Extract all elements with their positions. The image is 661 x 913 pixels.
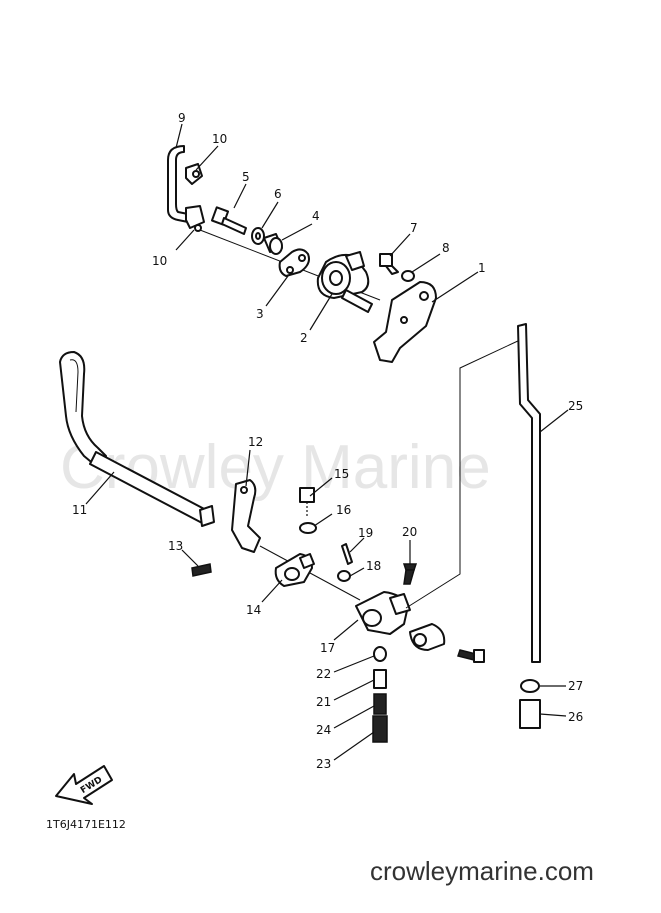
callout-1: 1 <box>478 261 486 275</box>
callout-3: 3 <box>256 307 264 321</box>
part-4-collar <box>263 233 283 255</box>
callouts: 9 10 10 5 6 4 3 2 7 8 1 11 12 13 14 15 1… <box>72 111 583 771</box>
callout-21: 21 <box>316 695 331 709</box>
callout-11: 11 <box>72 503 87 517</box>
callout-10-lower: 10 <box>152 254 167 268</box>
callout-13: 13 <box>168 539 183 553</box>
callout-27: 27 <box>568 679 583 693</box>
callout-15: 15 <box>334 467 349 481</box>
watermark: Crowley Marine <box>60 433 491 502</box>
callout-18: 18 <box>366 559 381 573</box>
callout-22: 22 <box>316 667 331 681</box>
callout-23: 23 <box>316 757 331 771</box>
part-2-lever <box>316 251 373 313</box>
part-22-ball <box>373 646 387 662</box>
callout-10-upper: 10 <box>212 132 227 146</box>
part-3-link <box>278 248 310 277</box>
callout-8: 8 <box>442 241 450 255</box>
callout-5: 5 <box>242 170 250 184</box>
part-10-clip-lower <box>185 205 205 232</box>
part-14-block <box>274 553 315 587</box>
callout-6: 6 <box>274 187 282 201</box>
part-1-bracket <box>373 281 437 363</box>
callout-16: 16 <box>336 503 351 517</box>
part-17-cam <box>355 591 411 635</box>
part-18-clip <box>337 570 351 582</box>
part-13-screw <box>191 563 212 577</box>
callout-19: 19 <box>358 526 373 540</box>
part-19-pin <box>341 543 353 565</box>
diagram-code: 1T6J4171E112 <box>46 818 126 831</box>
part-24-spring <box>373 693 387 715</box>
callout-14: 14 <box>246 603 261 617</box>
part-15-bolt <box>299 487 315 516</box>
callout-17: 17 <box>320 641 335 655</box>
joint-screw <box>457 649 485 663</box>
leader-lines <box>85 123 569 761</box>
callout-20: 20 <box>402 525 417 539</box>
part-7-bolt <box>379 253 399 275</box>
part-5-bolt <box>210 206 247 235</box>
website-label: crowleymarine.com <box>370 856 594 886</box>
callout-2: 2 <box>300 331 308 345</box>
fwd-arrow-icon: FWD <box>55 765 113 805</box>
part-23-spring <box>372 715 388 743</box>
part-27-nut <box>520 679 540 693</box>
part-11-shift-handle <box>59 351 215 527</box>
callout-26: 26 <box>568 710 583 724</box>
rod-connect-line <box>405 339 521 609</box>
callout-25: 25 <box>568 399 583 413</box>
part-21-sleeve <box>373 669 387 689</box>
part-12-arm <box>231 479 261 553</box>
part-26-collar <box>519 699 541 729</box>
part-10-clip-upper <box>185 163 203 185</box>
callout-4: 4 <box>312 209 320 223</box>
callout-9: 9 <box>178 111 186 125</box>
callout-12: 12 <box>248 435 263 449</box>
part-6-washer <box>251 227 265 245</box>
part-16-washer <box>299 522 317 534</box>
callout-24: 24 <box>316 723 331 737</box>
callout-7: 7 <box>410 221 418 235</box>
part-9-rod <box>167 145 189 223</box>
part-8-washer <box>401 270 415 282</box>
part-20-screw <box>402 563 418 585</box>
part-25-shift-rod <box>517 323 541 663</box>
joint-block <box>409 623 446 651</box>
